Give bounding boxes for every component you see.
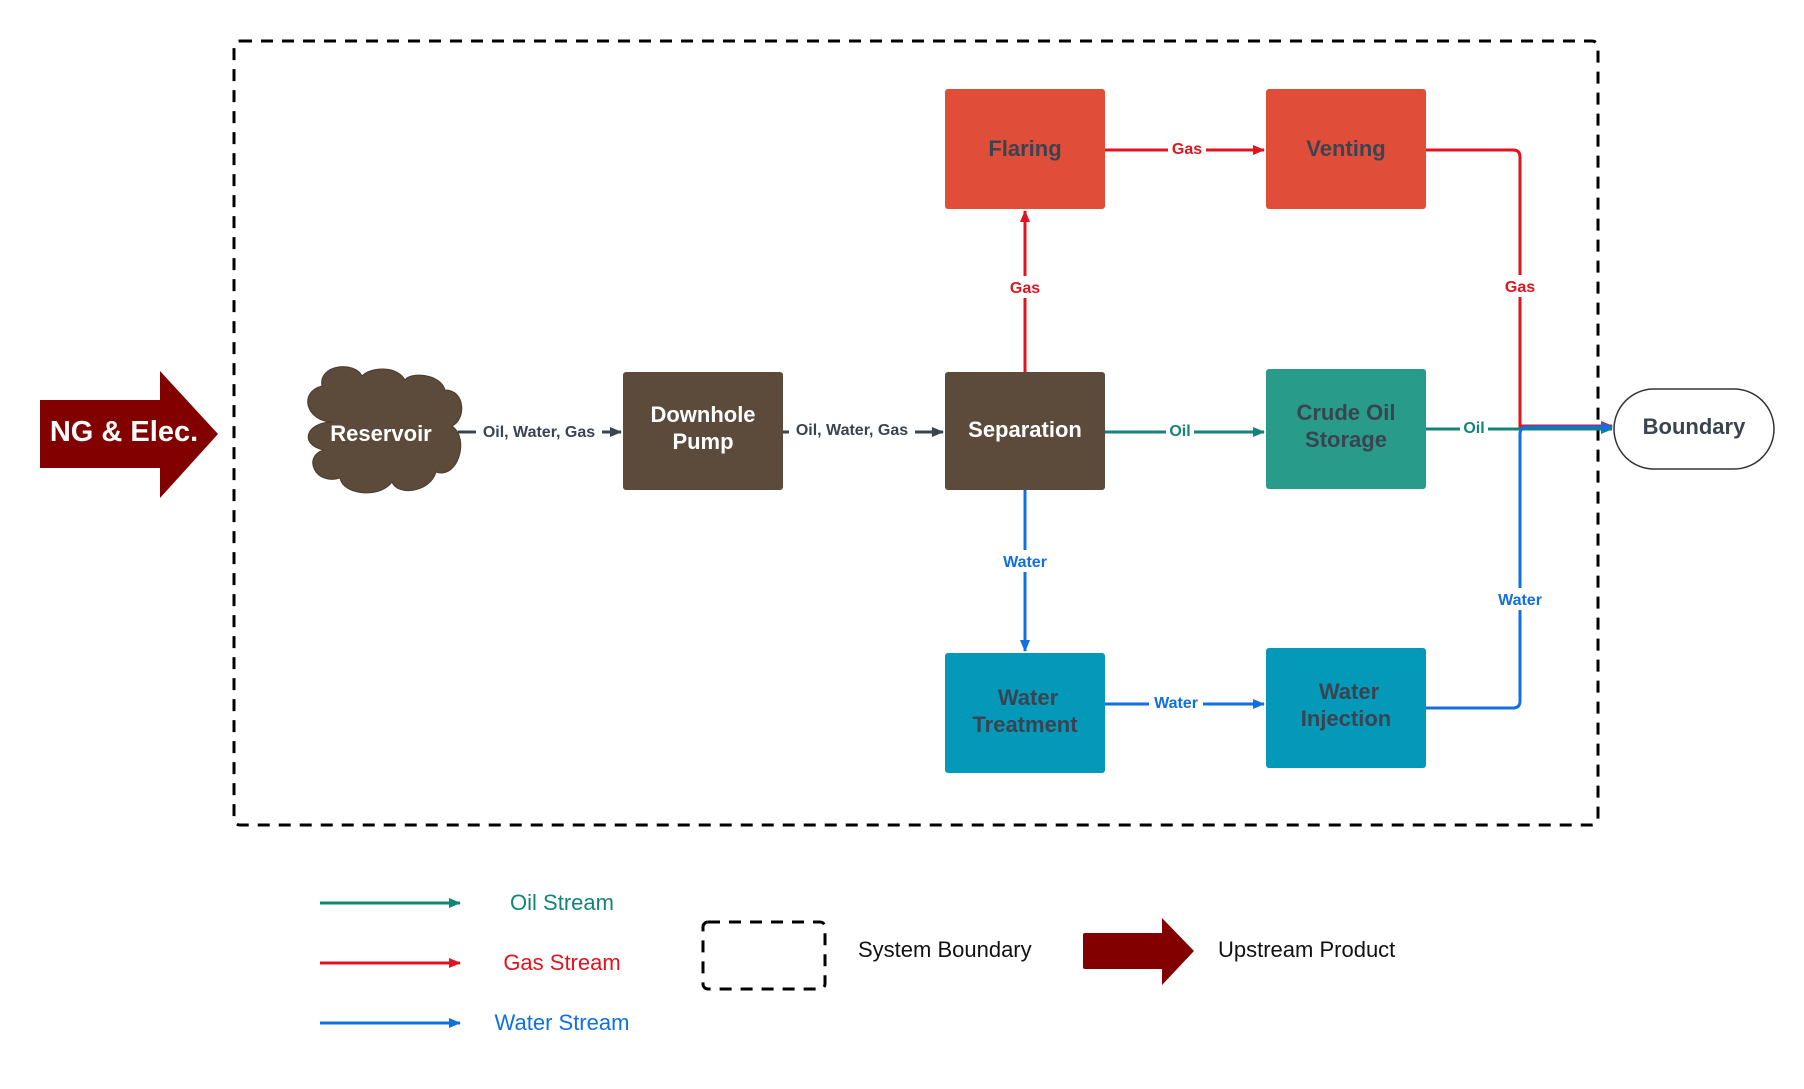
water-treatment-label-line2: Treatment — [972, 712, 1078, 737]
system-boundary — [232, 39, 1600, 827]
legend-system-boundary-swatch — [701, 920, 827, 991]
separation-label: Separation — [968, 417, 1082, 442]
boundary-node: Boundary — [1613, 388, 1775, 470]
water-injection-label-line1: Water — [1319, 679, 1380, 704]
venting-label: Venting — [1306, 136, 1385, 161]
legend: Oil Stream Gas Stream Water Stream Syste… — [320, 890, 1395, 1035]
legend-upstream-product-label: Upstream Product — [1218, 937, 1395, 962]
water-injection-node: Water Injection — [1266, 648, 1426, 768]
water-injection-label-line2: Injection — [1301, 706, 1391, 731]
boundary-label: Boundary — [1643, 414, 1746, 439]
edge-label-venting-to-boundary: Gas — [1505, 279, 1535, 296]
edge-label-injection-to-boundary: Water — [1498, 592, 1542, 609]
separation-node: Separation — [945, 372, 1105, 490]
water-treatment-label-line1: Water — [998, 685, 1059, 710]
legend-oil-label: Oil Stream — [510, 890, 614, 915]
edge-label-separation-to-storage: Oil — [1169, 423, 1190, 440]
legend-gas-label: Gas Stream — [503, 950, 620, 975]
legend-upstream-arrow-swatch — [1083, 918, 1194, 985]
flaring-node: Flaring — [945, 89, 1105, 209]
edge-label-pump-to-separation: Oil, Water, Gas — [796, 422, 908, 439]
edge-label-reservoir-to-pump: Oil, Water, Gas — [483, 424, 595, 441]
legend-system-boundary-label: System Boundary — [858, 937, 1032, 962]
edge-venting-to-boundary — [1426, 148, 1613, 431]
reservoir-node: Reservoir — [307, 366, 463, 494]
crude-oil-storage-label-line1: Crude Oil — [1296, 400, 1395, 425]
edge-label-separation-to-treatment: Water — [1003, 554, 1047, 571]
reservoir-label: Reservoir — [330, 421, 432, 446]
venting-node: Venting — [1266, 89, 1426, 209]
legend-water-label: Water Stream — [495, 1010, 630, 1035]
edge-label-flaring-to-venting: Gas — [1172, 141, 1202, 158]
downhole-pump-node: Downhole Pump — [623, 372, 783, 490]
downhole-pump-label-line2: Pump — [672, 429, 733, 454]
crude-oil-storage-label-line2: Storage — [1305, 427, 1387, 452]
edge-label-storage-to-boundary: Oil — [1463, 420, 1484, 437]
upstream-input-arrow: NG & Elec. — [40, 371, 218, 498]
edge-label-separation-to-flaring: Gas — [1010, 280, 1040, 297]
edge-label-treatment-to-injection: Water — [1154, 695, 1198, 712]
upstream-input-label: NG & Elec. — [50, 416, 198, 448]
downhole-pump-label-line1: Downhole — [650, 402, 755, 427]
flaring-label: Flaring — [988, 136, 1061, 161]
crude-oil-storage-node: Crude Oil Storage — [1266, 369, 1426, 489]
water-treatment-node: Water Treatment — [945, 653, 1105, 773]
edge-injection-to-boundary — [1426, 422, 1613, 710]
